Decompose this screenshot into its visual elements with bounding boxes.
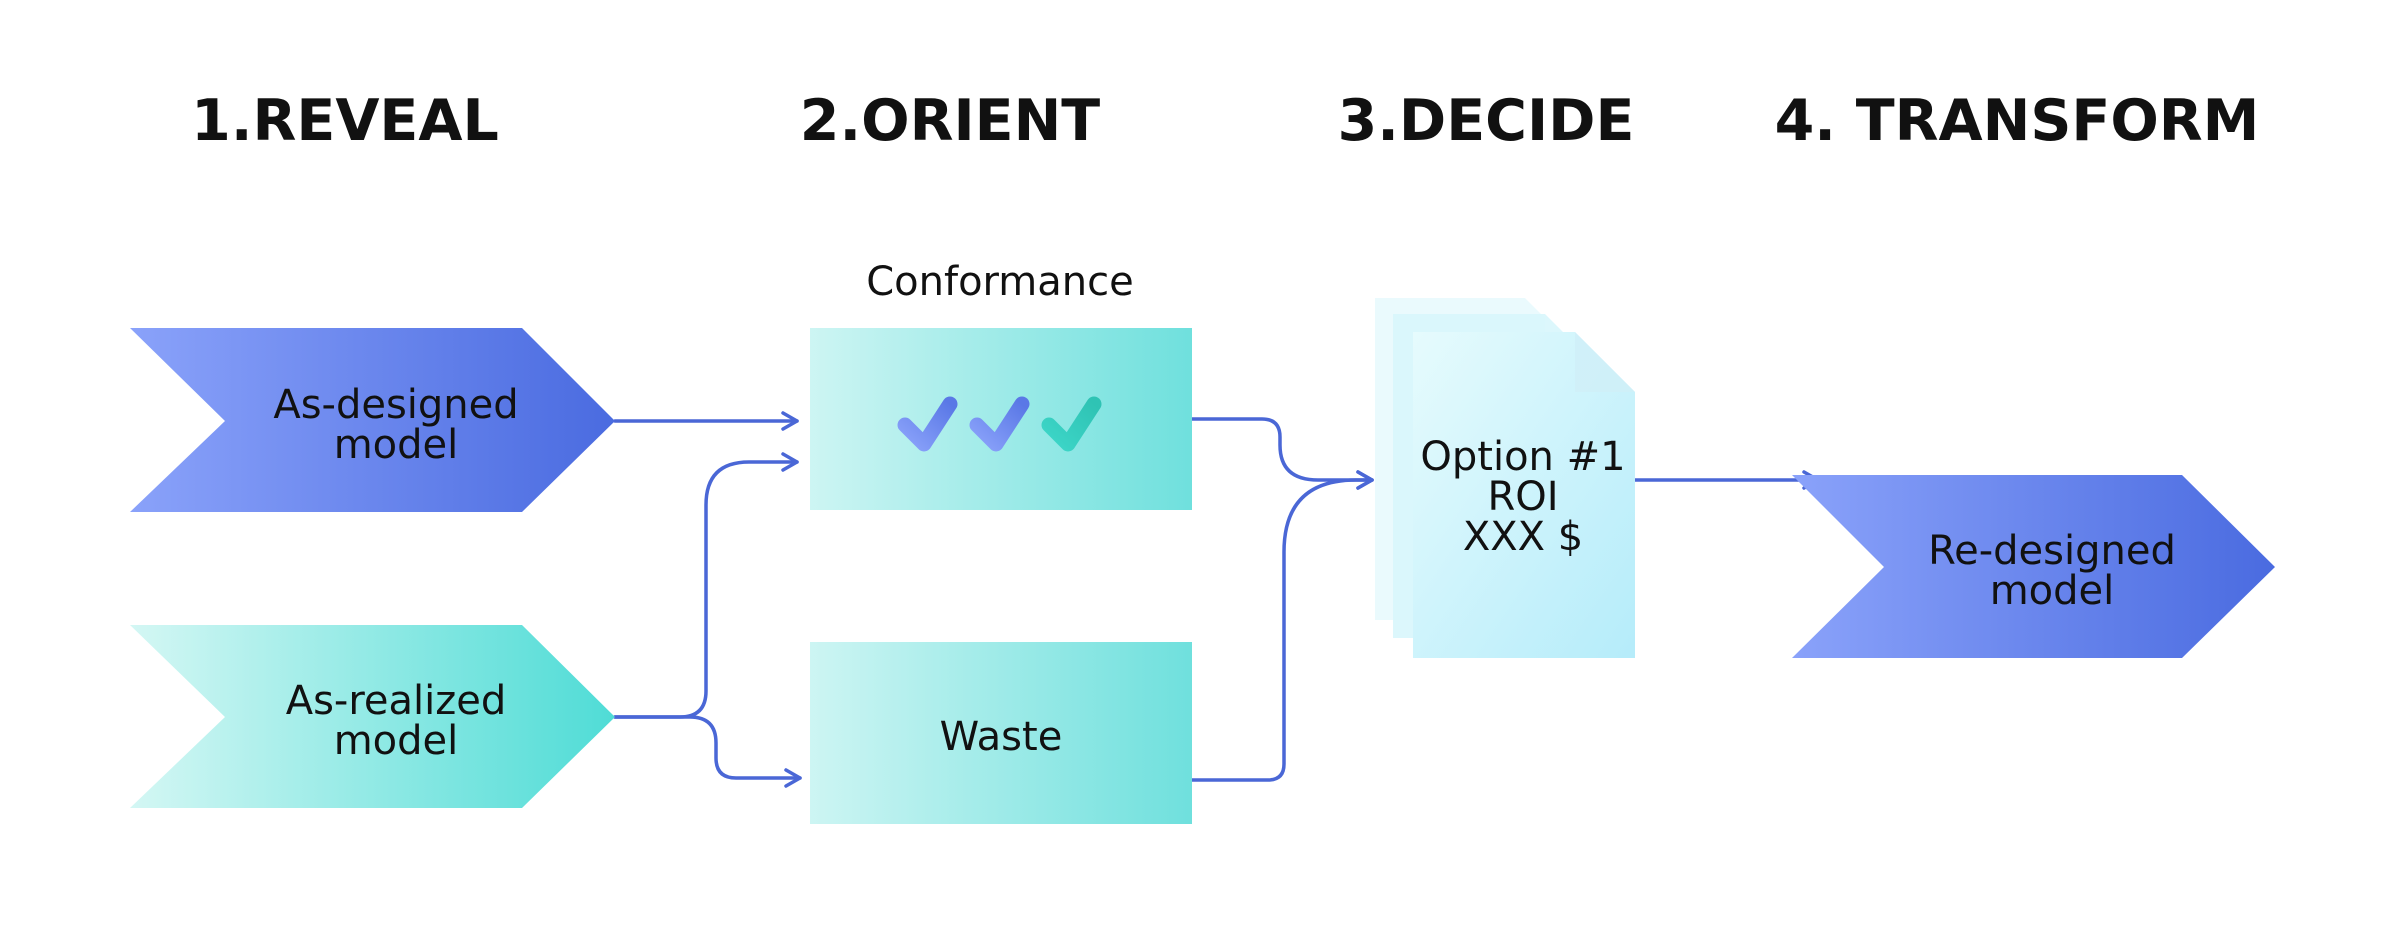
step-title-transform: 4. TRANSFORM — [1775, 88, 2260, 154]
as-realized-label-line2: model — [334, 718, 459, 764]
waste-label: Waste — [940, 714, 1063, 760]
connector-realized-to-conformance — [613, 452, 799, 719]
step-title-reveal: 1.REVEAL — [191, 88, 499, 154]
check-icon — [897, 396, 958, 452]
as-designed-label-line1: As-designed — [273, 382, 518, 428]
connector-waste-to-decision — [1190, 470, 1374, 782]
step-title-decide: 3.DECIDE — [1338, 88, 1635, 154]
as-realized-label-line1: As-realized — [286, 678, 507, 724]
as-designed-model-chevron: As-designed model — [130, 328, 615, 512]
connector-conformance-to-decision — [1190, 417, 1374, 490]
step-title-orient: 2.ORIENT — [800, 88, 1101, 154]
decision-document-stack: Option #1 ROI XXX $ — [1375, 298, 1635, 658]
redesigned-model-chevron: Re-designed model — [1792, 475, 2275, 658]
connectors — [613, 411, 1820, 788]
redesigned-label-line2: model — [1990, 568, 2115, 614]
connector-realized-to-waste — [613, 715, 802, 788]
as-realized-model-chevron: As-realized model — [130, 625, 615, 808]
conformance-box — [810, 328, 1192, 510]
check-icon — [1041, 396, 1102, 452]
decision-option-label: Option #1 — [1420, 434, 1625, 480]
decision-value-label: XXX $ — [1463, 514, 1583, 560]
waste-box: Waste — [810, 642, 1192, 824]
redesigned-label-line1: Re-designed — [1928, 528, 2176, 574]
as-designed-label-line2: model — [334, 422, 459, 468]
check-icon — [969, 396, 1030, 452]
decision-roi-label: ROI — [1487, 474, 1558, 520]
conformance-label: Conformance — [866, 259, 1133, 305]
